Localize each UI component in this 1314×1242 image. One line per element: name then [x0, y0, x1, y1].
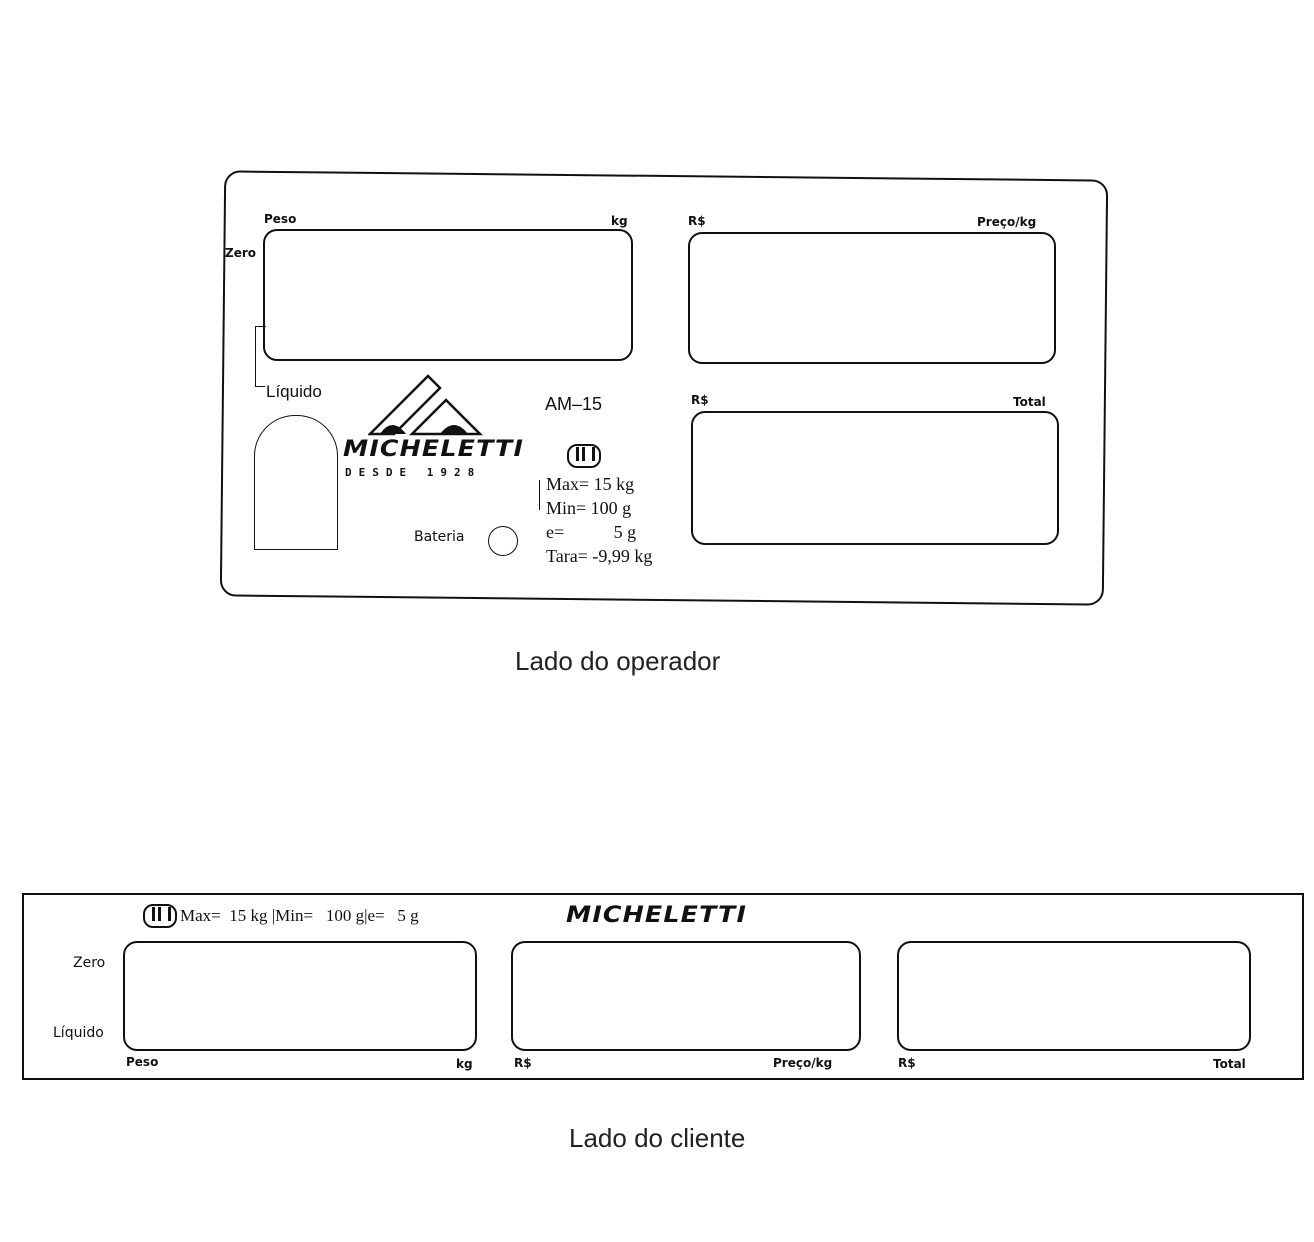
client-total-display: [897, 941, 1251, 1051]
client-preco-label: Preço/kg: [773, 1056, 833, 1070]
liquido-bracket: [255, 326, 266, 387]
client-total-label: Total: [1213, 1057, 1246, 1071]
operator-total-display: [691, 411, 1059, 545]
arch-window: [254, 415, 338, 550]
client-zero-label: Zero: [73, 955, 106, 971]
liquido-bracket-tail: [255, 386, 265, 387]
client-price-display: [511, 941, 861, 1051]
client-rs-label-2: R$: [898, 1056, 916, 1070]
battery-indicator-icon: [488, 526, 518, 556]
client-rs-label-1: R$: [514, 1056, 532, 1070]
operator-kg-label: kg: [611, 214, 628, 228]
operator-battery-label: Bateria: [414, 529, 465, 545]
client-caption: Lado do cliente: [569, 1123, 746, 1153]
operator-total-label: Total: [1013, 395, 1046, 409]
operator-peso-label: Peso: [264, 212, 297, 226]
client-specs-line: Max= 15 kg |Min= 100 g|e= 5 g: [180, 906, 419, 925]
operator-spec-min: Min= 100 g: [546, 498, 632, 518]
operator-weight-display: [263, 229, 633, 361]
client-peso-label: Peso: [126, 1055, 159, 1069]
accuracy-class-iii-icon: [567, 444, 601, 468]
operator-price-display: [688, 232, 1056, 364]
client-accuracy-class-iii-icon: [143, 904, 177, 928]
operator-rs-label-2: R$: [691, 393, 709, 407]
operator-caption: Lado do operador: [515, 646, 721, 676]
client-panel: [22, 893, 1304, 1080]
client-liquido-label: Líquido: [53, 1025, 104, 1041]
operator-brand-sub: DESDE 1928: [345, 466, 482, 479]
operator-model: AM–15: [545, 394, 603, 414]
operator-preco-label: Preço/kg: [977, 215, 1037, 229]
operator-zero-label: Zero: [225, 246, 257, 260]
operator-spec-tara: Tara= -9,99 kg: [546, 546, 653, 566]
micheletti-logo-icon: [368, 374, 484, 436]
client-weight-display: [123, 941, 477, 1051]
client-brand: MICHELETTI: [566, 903, 748, 928]
operator-brand: MICHELETTI: [343, 437, 525, 462]
operator-liquido-label: Líquido: [266, 382, 322, 401]
specs-bracket: [539, 480, 540, 510]
operator-spec-max: Max= 15 kg: [546, 474, 635, 494]
operator-rs-label-1: R$: [688, 214, 706, 228]
operator-spec-e: e= 5 g: [546, 522, 637, 542]
client-kg-label: kg: [456, 1057, 473, 1071]
